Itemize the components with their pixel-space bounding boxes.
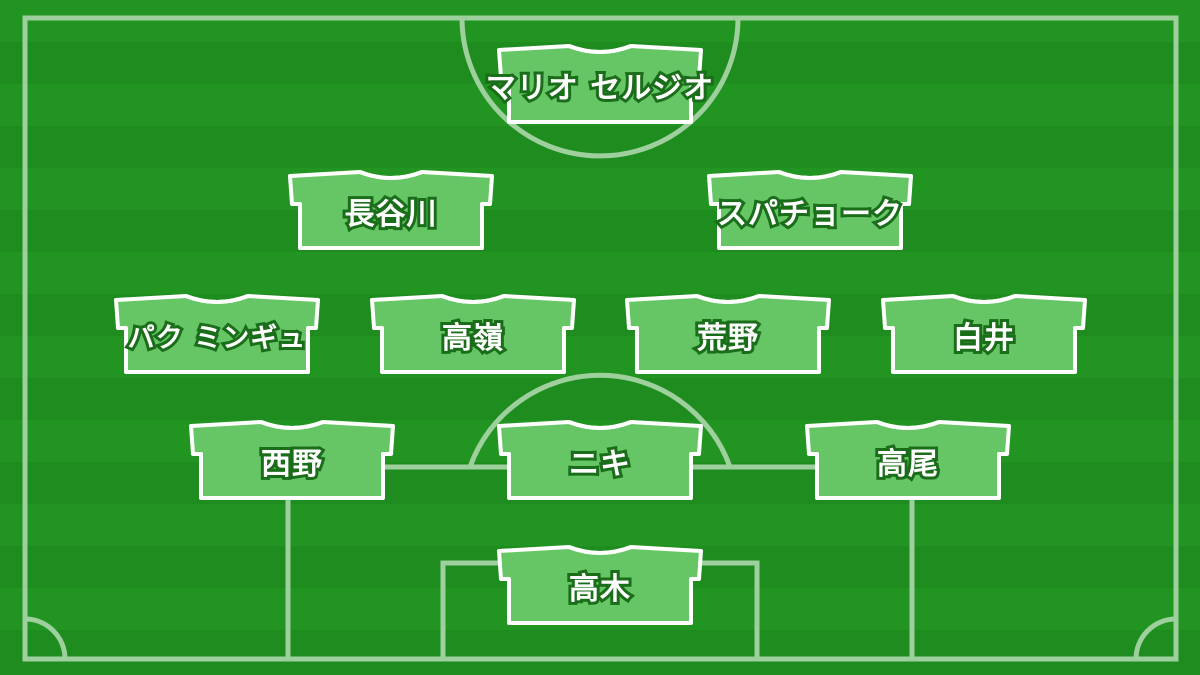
player-name: 高嶺 [439, 318, 506, 359]
player-name: ニキ [566, 444, 633, 485]
player-jersey-mf4: 白井 [877, 290, 1091, 378]
player-jersey-am2: スパチョーク [703, 166, 917, 254]
player-name: パク ミンギュ [125, 320, 308, 357]
player-name: 長谷川 [342, 194, 440, 235]
player-name: 高尾 [874, 444, 941, 485]
player-jersey-df1: 西野 [185, 416, 399, 504]
penalty-arc [467, 372, 733, 468]
jersey-shape [497, 545, 703, 625]
jersey-shape [625, 294, 831, 374]
player-jersey-mf2: 高嶺 [366, 290, 580, 378]
player-name: スパチョーク [714, 194, 905, 235]
jersey-shape [288, 170, 494, 250]
player-name: 高木 [566, 569, 633, 610]
jersey-shape [497, 420, 703, 500]
player-jersey-am1: 長谷川 [284, 166, 498, 254]
player-name: 荒野 [694, 318, 761, 359]
player-jersey-fw1: マリオ セルジオ [483, 40, 716, 128]
jersey-shape [189, 420, 395, 500]
player-jersey-mf3: 荒野 [621, 290, 835, 378]
jersey-shape [370, 294, 576, 374]
jersey-shape [707, 170, 913, 250]
jersey-shape [497, 44, 703, 124]
player-jersey-gk: 高木 [493, 541, 707, 629]
player-jersey-df3: 高尾 [801, 416, 1015, 504]
center-circle-half [459, 17, 741, 159]
player-jersey-mf1: パク ミンギュ [110, 290, 324, 378]
jersey-shape [881, 294, 1087, 374]
player-name: マリオ セルジオ [483, 68, 716, 109]
corner-arc-left [24, 616, 68, 660]
player-jersey-df2: ニキ [493, 416, 707, 504]
player-name: 白井 [950, 318, 1017, 359]
jersey-shape [805, 420, 1011, 500]
jersey-shape [114, 294, 320, 374]
player-name: 西野 [258, 444, 325, 485]
corner-arc-right [1133, 616, 1177, 660]
